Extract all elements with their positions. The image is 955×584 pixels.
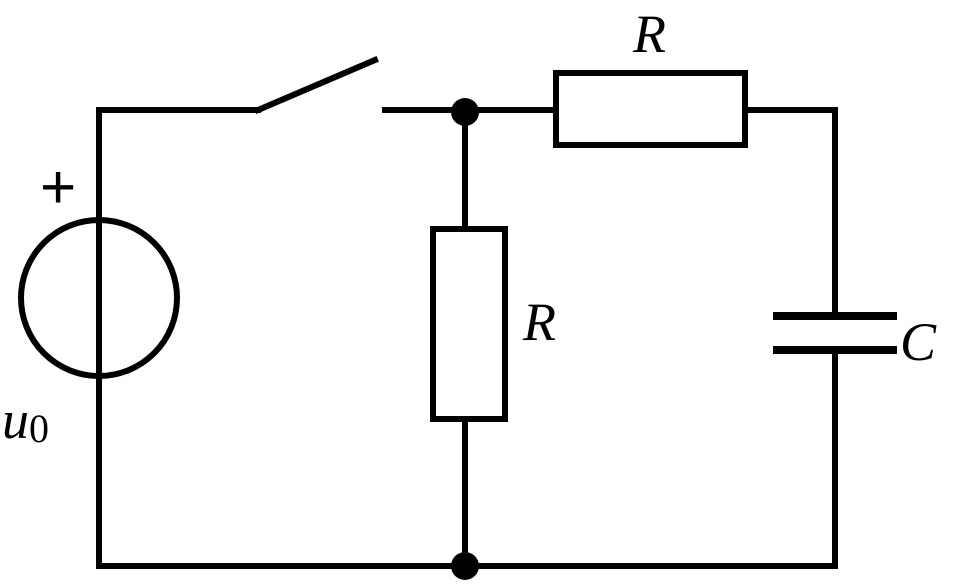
shunt-resistor	[430, 226, 508, 422]
source-polarity: +	[40, 153, 76, 222]
series-resistor	[553, 70, 748, 148]
bottom-junction-node	[451, 552, 479, 580]
source-symbol: u	[2, 390, 29, 450]
voltage-source	[18, 217, 180, 379]
source-subscript: 0	[29, 406, 49, 451]
capacitor-label: C	[900, 312, 937, 372]
source-label: u0	[2, 390, 49, 451]
switch-blade	[254, 56, 379, 114]
series-resistor-label: R	[632, 4, 666, 64]
shunt-resistor-label: R	[522, 292, 556, 352]
